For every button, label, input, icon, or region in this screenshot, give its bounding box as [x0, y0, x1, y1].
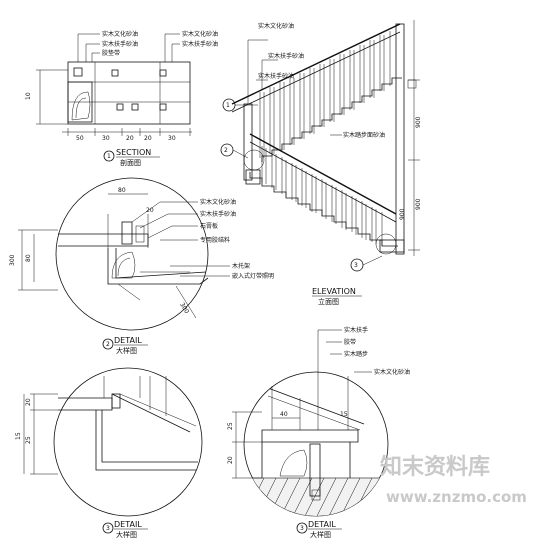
- detail-3-caption-marker: [102, 522, 114, 534]
- elevation-dim-2: 900: [415, 198, 422, 210]
- lower-handrail: [249, 133, 397, 215]
- section-view: 实木文化砂油 实木扶手砂油 胶垫带 实木文化砂油 实木扶手砂油 10 50 30…: [25, 30, 218, 167]
- elevation-detail-circle-2: [243, 149, 265, 171]
- elevation-marker-1-text: 1: [226, 102, 230, 109]
- detail-3-caption-cn: 大样图: [116, 530, 137, 539]
- section-label-3: 胶垫带: [102, 49, 120, 57]
- detail-3-dim-3: 15: [15, 432, 22, 440]
- section-label-5: 实木扶手砂油: [182, 40, 218, 48]
- elevation-marker-3-text: 3: [354, 262, 358, 269]
- detail-3-caption-num: 3: [106, 525, 110, 532]
- elevation-dim-3: 900: [399, 208, 406, 220]
- section-dim-5: 30: [168, 135, 176, 142]
- detail-2-dim-2: 80: [25, 254, 32, 262]
- section-dim-1: 50: [76, 135, 84, 142]
- detail-4-view: 实木扶手 胶带 实木踏步 实木文化砂油 25 20 40 15 3 DETAIL…: [227, 326, 410, 539]
- upper-flight-steps: [261, 77, 402, 162]
- elevation-label-2: 实木扶手砂油: [268, 52, 304, 60]
- detail-4-dim-1: 25: [227, 422, 234, 430]
- section-dim-2: 30: [102, 135, 110, 142]
- detail-4-dim-2: 20: [227, 456, 234, 464]
- detail-2-caption-marker: [102, 338, 114, 350]
- detail-4-dim-4: 15: [340, 411, 348, 418]
- detail-2-caption-num: 2: [106, 341, 110, 348]
- detail-2-label-4: 专用胶结料: [200, 236, 230, 244]
- detail-3-dim-1: 20: [25, 398, 32, 406]
- detail-4-label-2: 胶带: [344, 338, 356, 346]
- elevation-caption-cn: 立面图: [318, 297, 339, 306]
- upper-handrail: [231, 23, 401, 105]
- section-dim-4: 20: [144, 135, 152, 142]
- detail-2-label-5: 木托架: [232, 262, 250, 270]
- detail-3-view: 20 25 15 3 DETAIL 大样图: [15, 367, 203, 539]
- section-caption-marker: [103, 150, 115, 162]
- elevation-label-4: 实木踏步面砂油: [343, 131, 385, 139]
- section-caption: SECTION: [116, 148, 151, 157]
- detail-4-dim-3: 40: [280, 411, 288, 418]
- detail-4-label-3: 实木踏步: [344, 350, 368, 358]
- newel-post-right: [395, 23, 405, 255]
- detail-4-caption-marker: [296, 522, 308, 534]
- detail-2-label-1: 实木文化砂油: [200, 198, 236, 206]
- detail-2-label-2: 实木扶手砂油: [200, 210, 236, 218]
- section-outline: [67, 61, 191, 125]
- elevation-caption: ELEVATION: [312, 287, 356, 296]
- detail-2-dim-1: 300: [9, 254, 16, 266]
- detail-2-caption: DETAIL: [114, 336, 142, 345]
- elevation-dim-1: 900: [415, 116, 422, 128]
- section-height-dim: 10: [25, 92, 32, 100]
- watermark: 知末资料库 www.znzmo.com: [380, 454, 527, 506]
- elevation-label-1: 实木文化砂油: [258, 22, 294, 30]
- detail-2-label-3: 石膏板: [200, 222, 218, 230]
- detail-2-dim-5: 300: [178, 302, 190, 316]
- section-caption-num: 1: [107, 153, 111, 160]
- detail-4-caption-cn: 大样图: [310, 530, 331, 539]
- section-caption-cn: 剖面图: [120, 158, 141, 167]
- detail-3-dim-2: 25: [25, 436, 32, 444]
- elevation-marker-2-text: 2: [224, 147, 228, 154]
- detail-4-caption: DETAIL: [308, 520, 336, 529]
- detail-2-label-6: 嵌入式灯带照明: [232, 272, 274, 280]
- elevation-view: 1 2 3 实木文化砂油 实木扶手砂油 实木扶手砂油 实木踏步面砂油 900 9…: [220, 20, 422, 306]
- detail-2-view: 实木文化砂油 实木扶手砂油 石膏板 专用胶结料 木托架 嵌入式灯带照明 300 …: [9, 177, 274, 355]
- detail-2-dim-3: 80: [118, 187, 126, 194]
- detail-4-label-4: 实木文化砂油: [374, 368, 410, 376]
- detail-3-circle: [53, 367, 203, 517]
- elevation-detail-circle-1: [375, 233, 397, 255]
- section-label-2: 实木扶手砂油: [102, 40, 138, 48]
- detail-4-caption-num: 3: [300, 525, 304, 532]
- watermark-url: www.znzmo.com: [386, 488, 527, 506]
- detail-3-caption: DETAIL: [114, 520, 142, 529]
- detail-4-label-1: 实木扶手: [344, 326, 368, 334]
- elevation-label-3: 实木扶手砂油: [258, 72, 294, 80]
- detail-2-dim-4: 20: [146, 207, 154, 214]
- detail-2-caption-cn: 大样图: [116, 346, 137, 355]
- detail-2-circle: [55, 177, 209, 331]
- section-label-1: 实木文化砂油: [102, 30, 138, 38]
- section-label-4: 实木文化砂油: [182, 30, 218, 38]
- section-dim-3: 20: [126, 135, 134, 142]
- watermark-cn: 知末资料库: [380, 454, 490, 480]
